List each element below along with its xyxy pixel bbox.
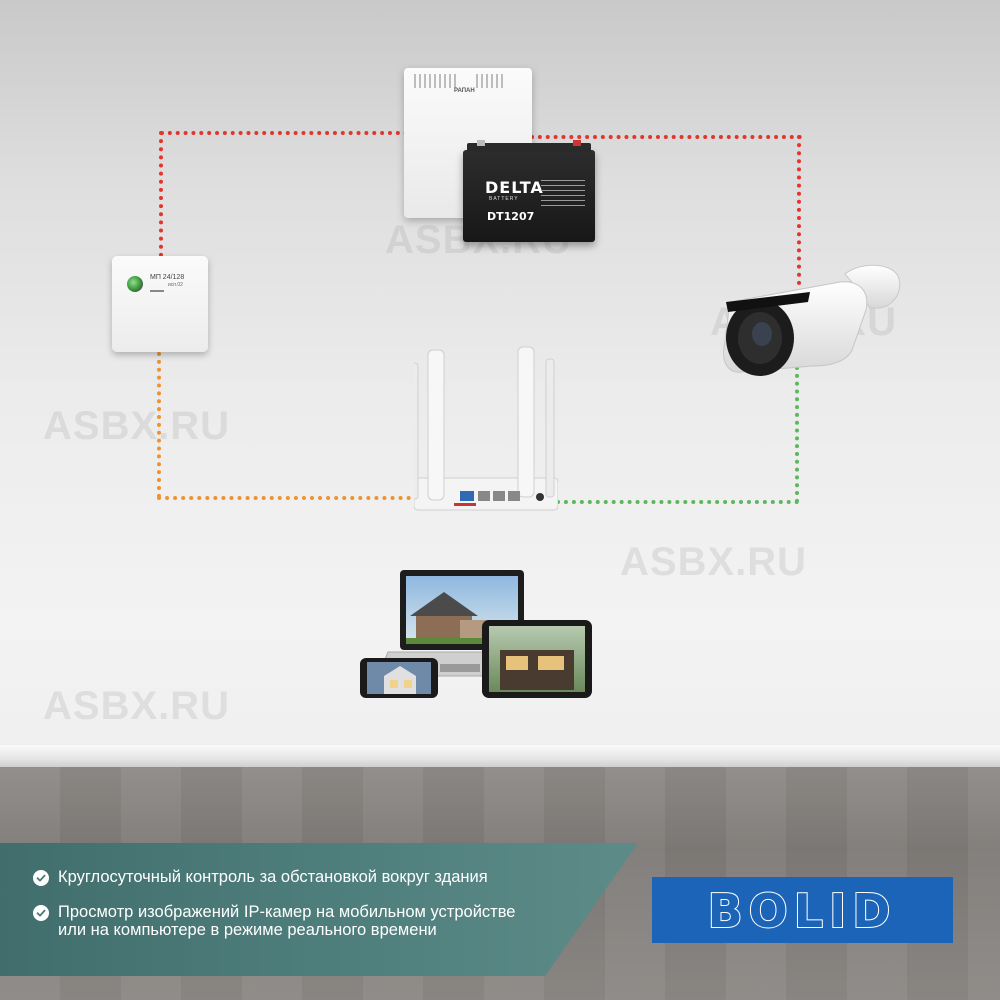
battery-brand: DELTA <box>485 178 544 197</box>
features-panel: Круглосуточный контроль за обстановкой в… <box>0 843 638 976</box>
baseboard <box>0 745 1000 767</box>
check-icon <box>33 870 49 886</box>
watermark: ASBX.RU <box>43 404 231 448</box>
battery-brand-sub: BATTERY <box>489 196 519 202</box>
lan-wire <box>795 366 799 503</box>
feature-item: Просмотр изображений IP-камер на мобильн… <box>33 903 533 939</box>
logo-text-fill: BOLID <box>708 884 897 938</box>
power-box-model: МП 24/128 <box>150 274 185 281</box>
ip-camera <box>720 262 906 380</box>
lan-wire <box>556 500 799 504</box>
battery-model: DT1207 <box>487 210 535 223</box>
lan-wire <box>157 352 161 498</box>
feature-text: Круглосуточный контроль за обстановкой в… <box>58 868 488 886</box>
wifi-router <box>409 345 559 515</box>
feature-item: Круглосуточный контроль за обстановкой в… <box>33 868 533 886</box>
watermark: ASBX.RU <box>43 684 231 728</box>
client-devices <box>360 568 596 700</box>
power-wire <box>797 135 801 285</box>
battery: DELTA BATTERY DT1207 <box>463 140 595 242</box>
power-wire <box>159 131 163 257</box>
watermark: ASBX.RU <box>620 540 808 584</box>
lan-wire <box>157 496 419 500</box>
power-wire <box>160 131 408 135</box>
power-wire <box>530 135 802 139</box>
bolid-logo: BOLID BOLID <box>652 877 953 943</box>
feature-text: Просмотр изображений IP-камер на мобильн… <box>58 903 516 939</box>
indicator-led <box>127 276 143 292</box>
power-supply-box: МП 24/128 исп.02 <box>112 256 208 352</box>
logo-text: BOLID <box>708 884 897 938</box>
ups-brand: РАПАН <box>454 88 475 94</box>
check-icon <box>33 905 49 921</box>
power-box-sub: исп.02 <box>168 282 183 288</box>
